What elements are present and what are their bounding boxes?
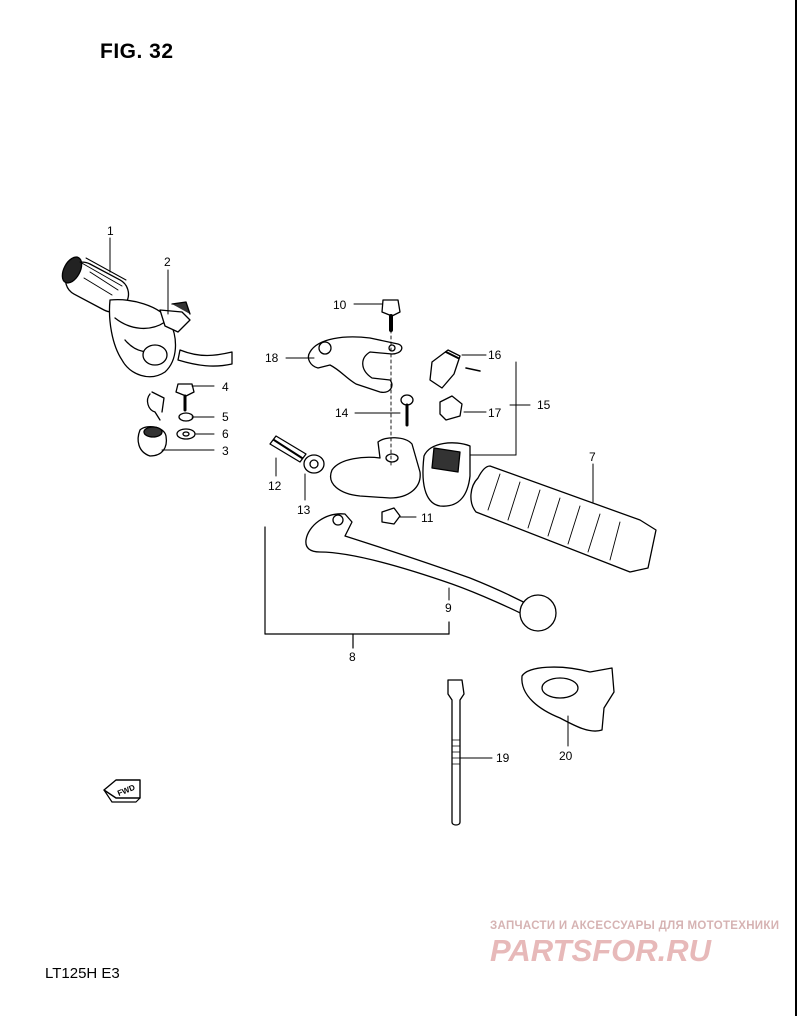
- part-12-adjuster: [269, 435, 307, 463]
- part-10-bolt: [381, 299, 401, 332]
- part-17-switch-clip: [439, 395, 463, 421]
- callout-5: 5: [222, 410, 229, 424]
- callout-10: 10: [333, 298, 347, 312]
- part-18-bracket: [307, 336, 403, 393]
- callout-15: 15: [537, 398, 551, 412]
- callout-11: 11: [421, 511, 434, 525]
- part-13-locknut: [303, 454, 325, 474]
- callout-19: 19: [496, 751, 510, 765]
- leader-lines: [109, 237, 594, 759]
- callout-1: 1: [107, 224, 114, 238]
- callout-12: 12: [268, 479, 282, 493]
- part-4-bolt: [175, 383, 195, 412]
- part-11-nut: [381, 507, 401, 525]
- part-1-throttle-grip: [61, 256, 233, 378]
- callout-9: 9: [445, 601, 452, 615]
- callout-4: 4: [222, 380, 229, 394]
- callout-6: 6: [222, 427, 229, 441]
- callout-13: 13: [297, 503, 311, 517]
- watermark-tagline: ЗАПЧАСТИ И АКСЕССУАРЫ ДЛЯ МОТОТЕХНИКИ: [490, 920, 780, 932]
- callout-3: 3: [222, 444, 229, 458]
- part-6-washer: [176, 428, 196, 440]
- callout-8: 8: [349, 650, 356, 664]
- part-8-bracket-line: [264, 526, 450, 649]
- part-16-switch-knob: [429, 349, 481, 389]
- callout-7: 7: [589, 450, 596, 464]
- figure-title: FIG. 32: [100, 40, 174, 63]
- callout-2: 2: [164, 255, 171, 269]
- part-5-washer: [178, 412, 194, 422]
- part-19-cable-tie: [447, 679, 465, 826]
- part-20-boot: [521, 666, 615, 732]
- callout-14: 14: [335, 406, 349, 420]
- model-label: LT125H E3: [45, 965, 120, 982]
- part-14-screw: [400, 394, 414, 427]
- part-15-switch-assembly: [422, 442, 471, 507]
- watermark-logo: PARTSFOR.RU: [490, 933, 712, 968]
- lever-holder: [330, 329, 421, 499]
- fwd-arrow-icon: FWD: [103, 779, 141, 803]
- callout-20: 20: [559, 749, 573, 763]
- callout-17: 17: [488, 406, 502, 420]
- part-9-clutch-lever: [305, 513, 557, 632]
- part-7-hand-grip: [470, 465, 657, 573]
- callout-18: 18: [265, 351, 279, 365]
- callout-labels: 1 2 3 4 5 6 7 8 9 10 11 12 13 14 15 16 1…: [107, 224, 596, 765]
- callout-16: 16: [488, 348, 502, 362]
- part-3-sleeve: [137, 391, 168, 457]
